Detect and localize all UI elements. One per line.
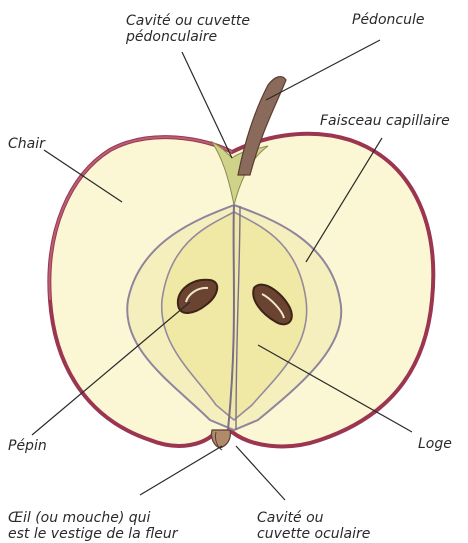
label-chair: Chair	[8, 136, 45, 152]
leader-cavite-oculaire	[236, 446, 285, 500]
label-cavite-oculaire: Cavité ou cuvette oculaire	[257, 510, 370, 542]
label-cavite-oculaire-line2: cuvette oculaire	[257, 526, 370, 542]
label-oeil-line2: est le vestige de la fleur	[8, 526, 177, 542]
leader-pedoncule	[266, 40, 380, 100]
label-cavite-pedonculaire-line2: pédonculaire	[126, 29, 250, 45]
label-cavite-pedonculaire: Cavité ou cuvette pédonculaire	[126, 13, 250, 45]
label-faisceau-capillaire: Faisceau capillaire	[320, 113, 450, 129]
eye-calyx	[211, 430, 230, 448]
label-loge: Loge	[418, 436, 452, 452]
label-oeil: Œil (ou mouche) qui est le vestige de la…	[8, 510, 177, 542]
label-cavite-pedonculaire-line1: Cavité ou cuvette	[126, 13, 250, 29]
label-pepin: Pépin	[8, 438, 47, 454]
leader-oeil	[140, 446, 222, 495]
label-pedoncule: Pédoncule	[352, 12, 424, 28]
label-oeil-line1: Œil (ou mouche) qui	[8, 510, 177, 526]
label-cavite-oculaire-line1: Cavité ou	[257, 510, 370, 526]
